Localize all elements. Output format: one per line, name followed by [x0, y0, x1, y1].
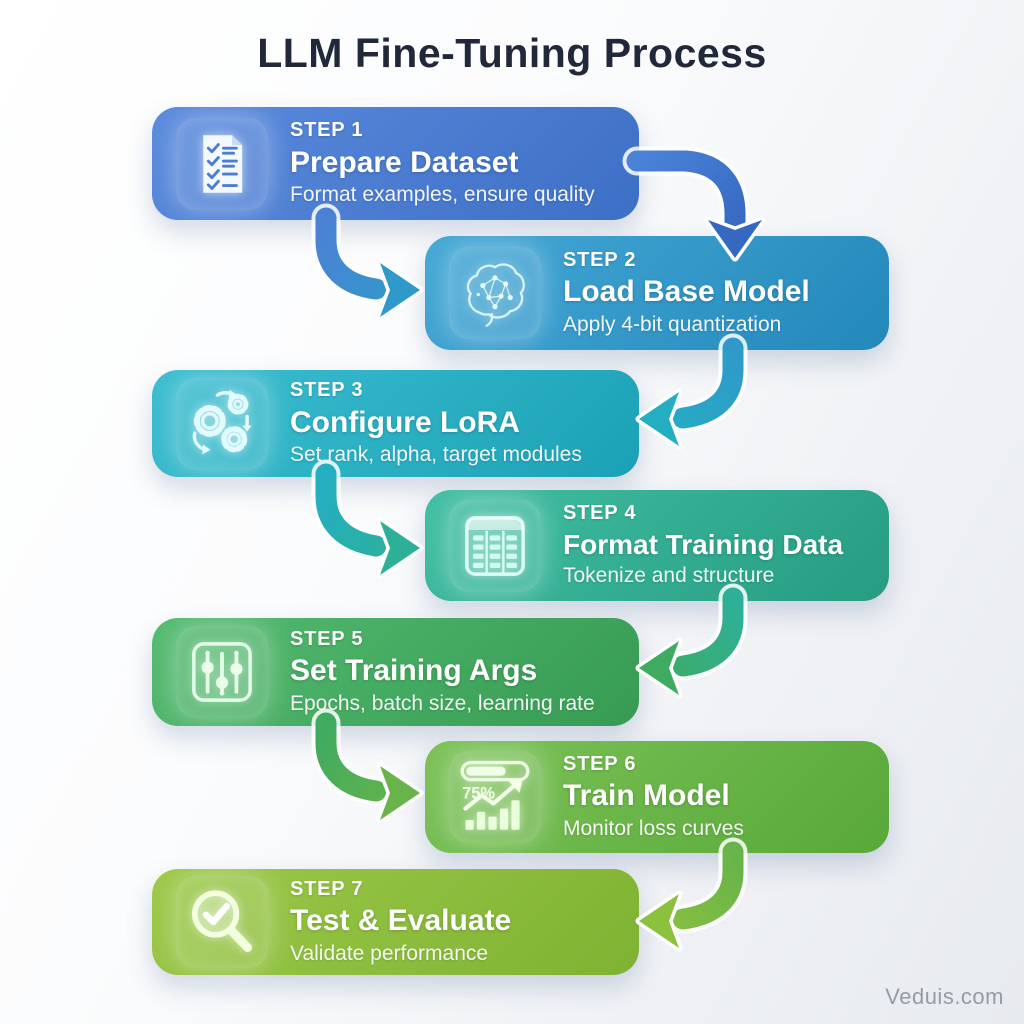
checklist-document-icon — [203, 134, 243, 193]
step-card-4: STEP 4 Format Training Data Tokenize and… — [425, 490, 889, 601]
checklist-document-icon — [176, 117, 268, 210]
sliders-icon — [176, 626, 268, 718]
sliders-icon — [192, 642, 252, 702]
step-title: Prepare Dataset — [290, 145, 519, 179]
arrow-step4-step5 — [635, 583, 748, 699]
training-progress-icon: 75% — [460, 760, 530, 830]
page-title: LLM Fine-Tuning Process — [257, 30, 767, 76]
step-title: Load Base Model — [563, 275, 810, 309]
arrow-step5-step6 — [311, 708, 424, 824]
step-card-2: STEP 2 Load Base Model Apply 4-bit quant… — [425, 236, 889, 350]
magnifier-check-icon — [192, 890, 253, 952]
step-card-7: STEP 7 Test & Evaluate Validate performa… — [152, 869, 639, 975]
gears-icon — [176, 377, 268, 470]
step-title: Format Training Data — [563, 528, 844, 560]
training-progress-icon: 75% — [449, 751, 541, 843]
step-label: STEP 6 — [563, 752, 637, 775]
step-title: Set Training Args — [290, 654, 538, 688]
step-card-5: STEP 5 Set Training Args Epochs, batch s… — [152, 618, 639, 726]
step-title: Configure LoRA — [290, 405, 520, 439]
table-icon — [449, 499, 541, 592]
brain-network-icon — [466, 263, 525, 327]
step-subtitle: Format examples, ensure quality — [290, 183, 595, 207]
gears-icon — [192, 389, 252, 454]
step-label: STEP 5 — [290, 627, 364, 650]
step-label: STEP 4 — [563, 502, 637, 525]
step-card-6: 75% STEP 6 Train Model Monitor loss curv… — [425, 741, 889, 853]
table-icon — [465, 515, 525, 576]
step-title: Test & Evaluate — [290, 904, 512, 938]
step-subtitle: Tokenize and structure — [563, 563, 775, 587]
arrow-step2-step3 — [635, 333, 748, 450]
watermark: Veduis.com — [885, 984, 1004, 1009]
step-subtitle: Apply 4-bit quantization — [563, 312, 782, 336]
step-card-1: STEP 1 Prepare Dataset Format examples, … — [152, 107, 639, 220]
arrow-step6-step7 — [635, 837, 748, 952]
step-label: STEP 1 — [290, 119, 364, 142]
step-subtitle: Epochs, batch size, learning rate — [290, 691, 595, 715]
step-label: STEP 3 — [290, 379, 364, 402]
step-subtitle: Validate performance — [290, 941, 489, 965]
step-title: Train Model — [563, 779, 730, 813]
step-label: STEP 7 — [290, 877, 364, 900]
arrow-step1-step2-left — [311, 203, 424, 321]
step-subtitle: Set rank, alpha, target modules — [290, 443, 582, 467]
step-subtitle: Monitor loss curves — [563, 816, 744, 840]
magnifier-check-icon — [176, 876, 268, 968]
step-label: STEP 2 — [563, 248, 637, 271]
brain-network-icon — [449, 247, 541, 339]
arrow-step3-step4 — [311, 459, 424, 579]
step-card-3: STEP 3 Configure LoRA Set rank, alpha, t… — [152, 370, 639, 477]
